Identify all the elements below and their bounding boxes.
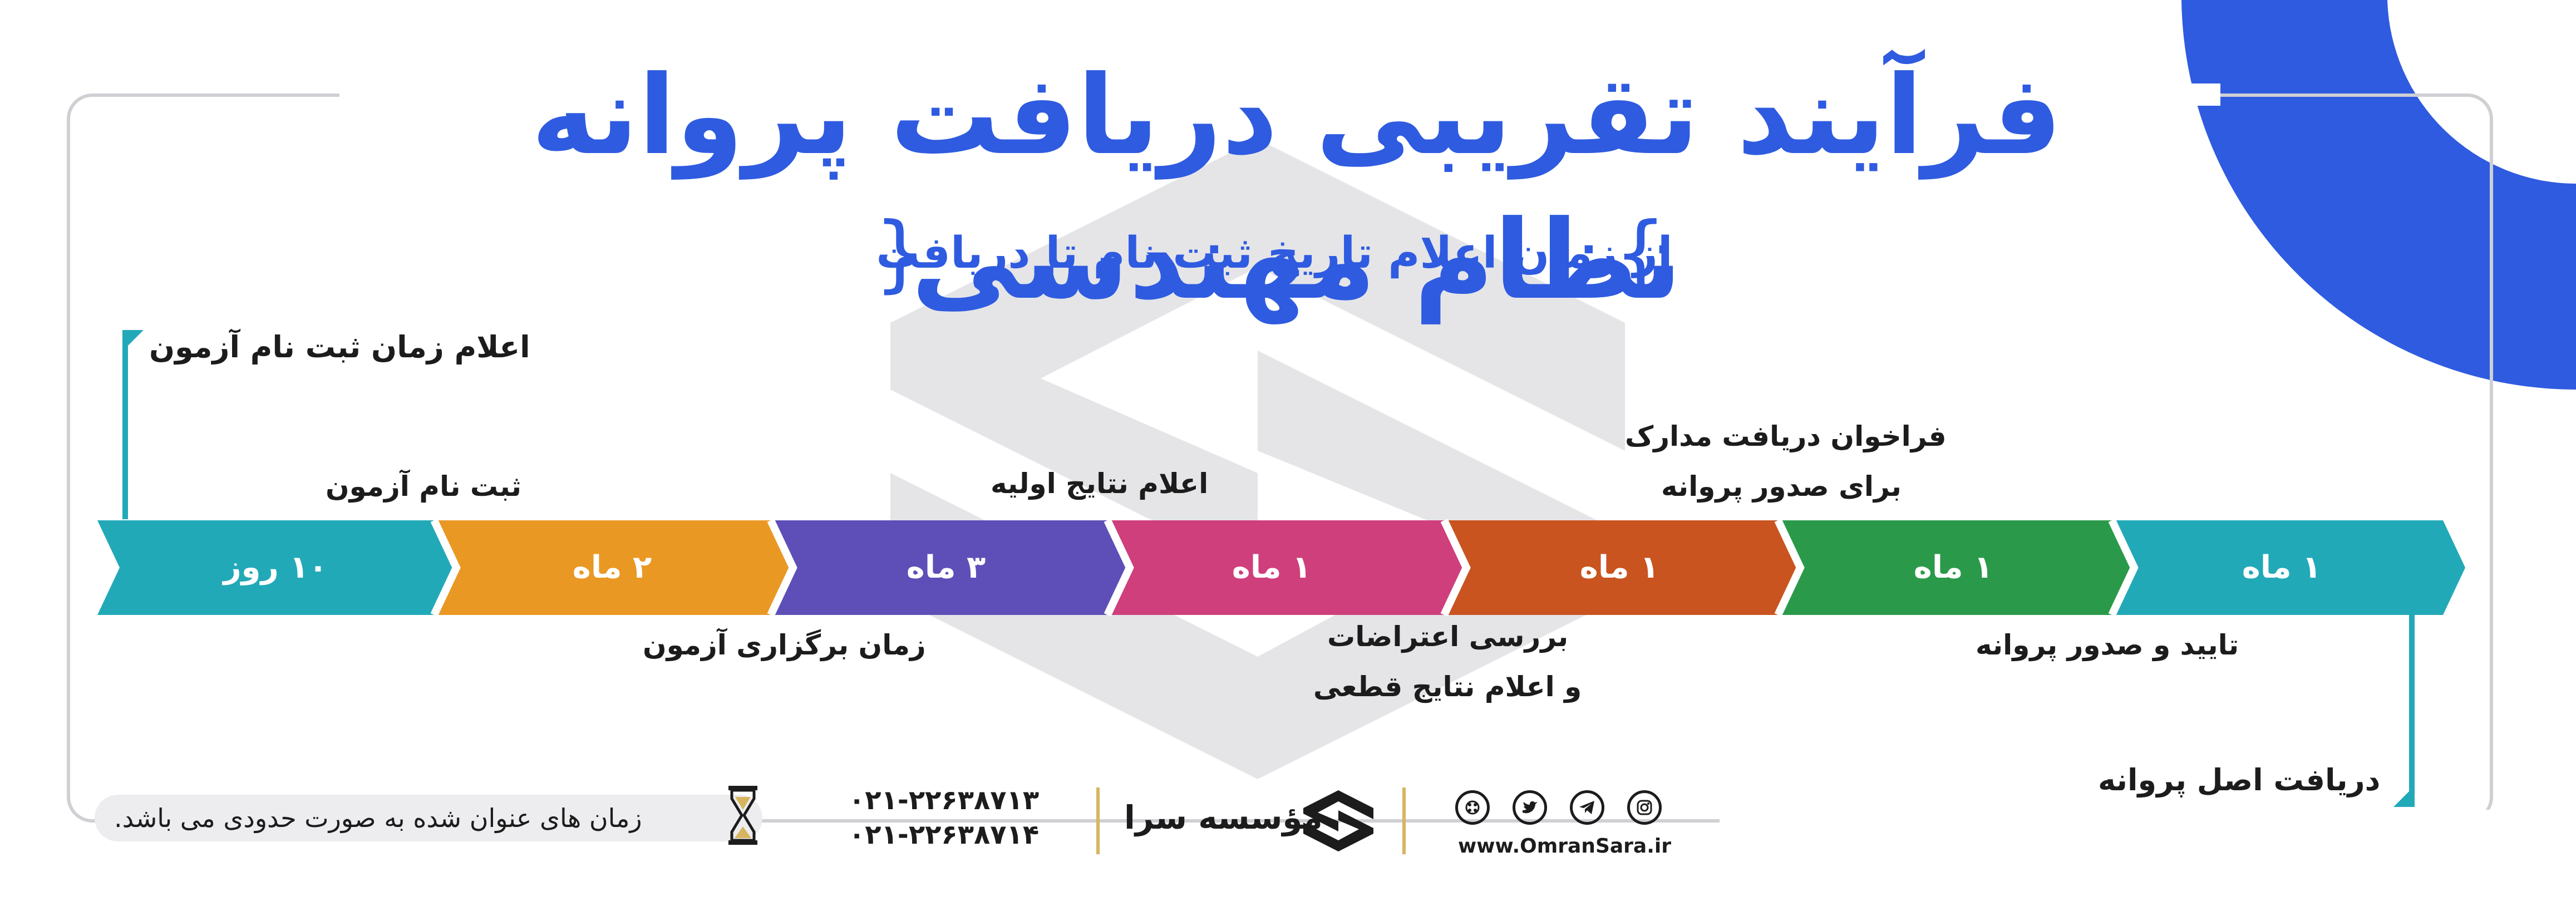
segment-label-6: ۲ ماه: [572, 549, 652, 585]
timeline-segment-7: [97, 520, 456, 615]
milestone-exam-date: زمان برگزاری آزمون: [643, 629, 926, 661]
segment-label-5: ۳ ماه: [906, 549, 986, 585]
footer-divider-1: [1096, 787, 1100, 854]
milestone-objections-line1: بررسی اعتراضات: [1327, 621, 1569, 653]
timeline-segment-3: [1444, 520, 1800, 615]
milestone-initial-results: اعلام نتایج اولیه: [991, 467, 1209, 500]
segment-label-7: ۱۰ روز: [223, 549, 328, 585]
segment-label-1: ۱ ماه: [2242, 549, 2322, 585]
instagram-icon[interactable]: [1627, 790, 1662, 825]
milestone-exam-registration: ثبت نام آزمون: [326, 470, 522, 503]
twitter-icon[interactable]: [1513, 790, 1547, 825]
aparat-icon[interactable]: [1455, 790, 1490, 825]
timeline-segment-2: [1778, 520, 2134, 615]
hourglass-icon: [728, 786, 757, 845]
segment-label-2: ۱ ماه: [1913, 549, 1993, 585]
phone-number-1[interactable]: ۰۲۱-۲۲۶۳۸۷۱۳: [849, 785, 1040, 816]
timeline-segment-1: [2112, 520, 2465, 615]
brand-name: مؤسسه سرا: [1124, 799, 1323, 836]
start-marker: [122, 330, 128, 519]
footer-note: زمان های عنوان شده به صورت حدودی می باشد…: [114, 803, 642, 833]
milestone-approval: تایید و صدور پروانه: [1976, 629, 2239, 661]
footer-note-pill: [95, 795, 762, 841]
phone-number-2[interactable]: ۰۲۱-۲۲۶۳۸۷۱۴: [849, 819, 1040, 850]
milestone-receive-license: دریافت اصل پروانه: [2098, 762, 2381, 797]
corner-arc-decoration: [2181, 0, 2576, 390]
milestone-documents-call-line2: برای صدور پروانه: [1661, 470, 1902, 503]
segment-label-3: ۱ ماه: [1579, 549, 1659, 585]
milestone-documents-call-line1: فراخوان دریافت مدارک: [1625, 420, 1947, 452]
milestone-announce-registration: اعلام زمان ثبت نام آزمون: [149, 329, 530, 365]
left-brace: }: [874, 205, 927, 302]
telegram-icon[interactable]: [1570, 790, 1604, 825]
segment-label-4: ۱ ماه: [1232, 549, 1312, 585]
timeline-segment-6: [434, 520, 793, 615]
brand-logo: [1303, 790, 1373, 851]
subtitle: از زمان اعلام تاریخ ثبت نام تا دریافت: [876, 228, 1673, 278]
end-marker: [2409, 607, 2415, 807]
website-link[interactable]: www.OmranSara.ir: [1458, 835, 1671, 858]
footer-divider-2: [1402, 787, 1406, 854]
timeline-segment-4: [1107, 520, 1466, 615]
timeline-segment-5: [771, 520, 1130, 615]
watermark-logo: [890, 139, 1625, 779]
page-title: فرآیند تقریبی دریافت پروانه نظام مهندسی: [531, 52, 2065, 324]
right-brace: {: [1614, 205, 1667, 302]
milestone-objections-line2: و اعلام نتایج قطعی: [1313, 671, 1582, 703]
